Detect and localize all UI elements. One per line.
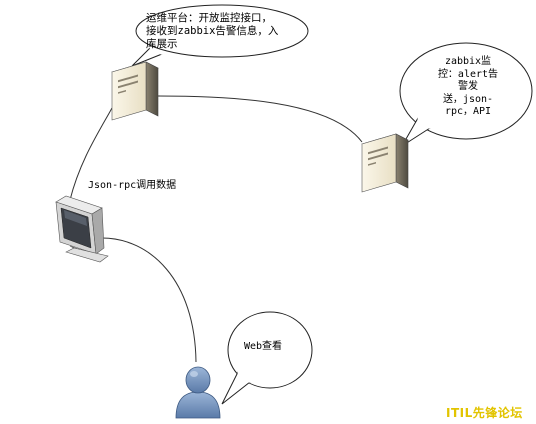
web-view-bubble bbox=[221, 311, 313, 405]
ops-server-icon bbox=[111, 61, 159, 121]
ops-platform-bubble bbox=[131, 4, 309, 67]
ops-platform-bubble-text: 运维平台：开放监控接口， 接收到zabbix告警信息，入 库展示 bbox=[146, 12, 279, 50]
watermark: ITIL先锋论坛 bbox=[446, 406, 523, 420]
zabbix-bubble bbox=[399, 42, 533, 147]
client-monitor-icon bbox=[55, 195, 109, 263]
zabbix-bubble-text: zabbix监 控：alert告 警发 送，json- rpc，API bbox=[437, 56, 499, 117]
json-rpc-edge-label: Json-rpc调用数据 bbox=[88, 180, 177, 191]
ops-to-zabbix-line bbox=[157, 95, 363, 143]
zabbix-server-icon bbox=[361, 133, 409, 193]
ops-to-client-line bbox=[69, 107, 113, 201]
user-icon bbox=[175, 366, 221, 419]
client-to-user-line bbox=[101, 237, 197, 363]
web-view-bubble-text: Web查看 bbox=[244, 341, 283, 352]
connections bbox=[69, 95, 363, 363]
